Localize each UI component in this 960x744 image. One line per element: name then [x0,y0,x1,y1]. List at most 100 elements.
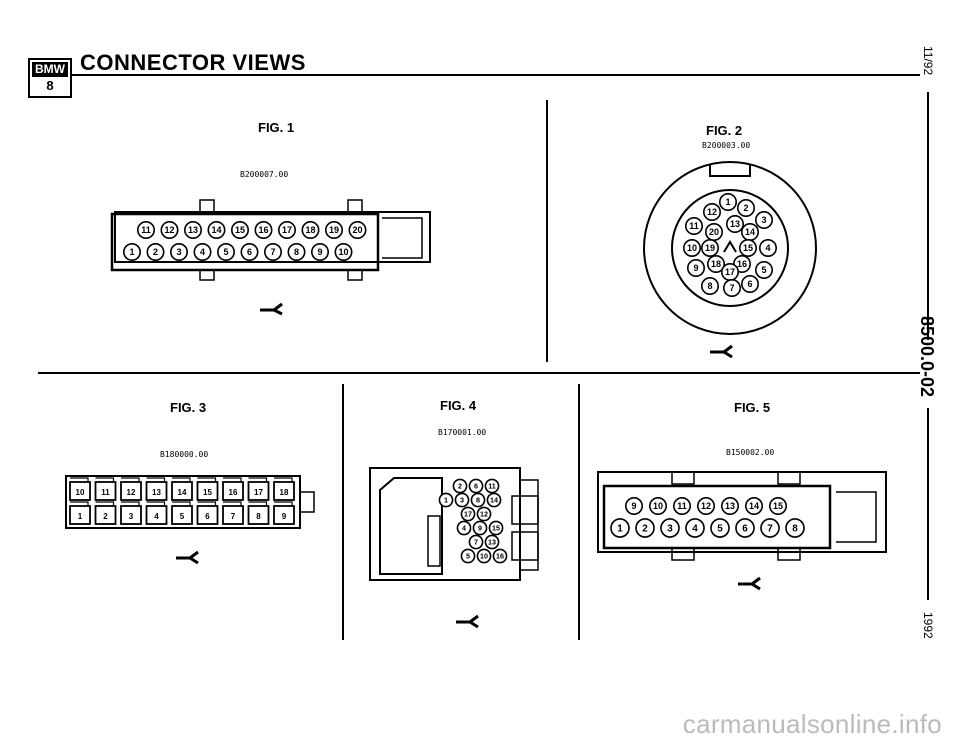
pin-number: 7 [729,283,734,293]
fig5-part: B150002.00 [726,448,775,457]
pin-ring [470,492,486,508]
pin-number: 5 [466,552,470,561]
pin-number: 2 [153,247,158,257]
fig4-pin: 15 [488,520,504,536]
divider-top-vertical [546,100,548,362]
pin-ring [468,478,484,494]
fig3-pin: 17 [247,477,270,501]
fig2-inner-ring [671,189,789,307]
fig1-pin: 8 [287,242,306,261]
pin-ring [702,202,721,221]
pin-ring [278,220,297,239]
fig1-pin: 20 [348,220,367,239]
pin-number: 1 [129,247,134,257]
fig4-pin: 6 [468,478,484,494]
pin-number: 6 [474,482,478,491]
fig5-pin: 3 [660,518,680,538]
fig2-terminal-symbol [710,344,733,359]
fig1-pin: 7 [264,242,283,261]
pin-ring [686,259,705,278]
pin-ring [468,534,484,550]
pin-number: 12 [701,501,711,511]
pin-ring [123,242,141,261]
pin-number: 3 [129,512,134,521]
pin-ring [460,506,476,522]
fig4-pin: 11 [484,478,500,494]
fig2-outer-ring [643,161,817,335]
pin-number: 8 [256,512,261,521]
fig1-pin: 11 [136,220,155,239]
fig4-pin: 1 [438,492,454,508]
pin-number: 16 [737,259,747,269]
pin-number: 15 [492,524,500,533]
fig5-pin: 2 [635,518,655,538]
pin-ring [769,496,788,515]
pin-ring [785,518,805,538]
pin-shroud [121,477,140,482]
fig2-pin: 18 [707,255,726,274]
fig4-cavity-bottom [511,531,539,561]
pin-shroud [197,501,217,506]
fig5-pin: 14 [745,496,764,515]
fig1-pin: 16 [254,220,273,239]
pin-number: 6 [742,524,748,535]
fig1-pin: 15 [231,220,250,239]
pin-number: 18 [305,225,315,235]
fig1-outer-shell [114,211,431,263]
pin-cell [171,481,193,501]
fig4-pin: 5 [460,548,476,564]
side-date: 11/92 [921,46,935,76]
fig4-pin: 8 [470,492,486,508]
pin-cell [145,505,168,525]
pin-ring [456,520,472,536]
pin-number: 11 [488,482,496,491]
fig5-pin: 4 [685,518,705,538]
pin-ring [254,220,273,239]
pin-number: 12 [707,207,717,217]
pin-shroud [95,501,115,506]
fig3-pin: 18 [273,477,295,501]
fig3-pin: 10 [69,477,91,501]
pin-ring [217,242,236,261]
fig1-pin: 13 [184,220,203,239]
fig3-pin: 7 [222,501,244,525]
pin-number: 9 [317,247,322,257]
pin-number: 1 [725,197,730,207]
pin-number: 1 [617,524,623,535]
pin-shroud [146,477,166,482]
fig1-latch [382,217,423,259]
fig5-title: FIG. 5 [734,400,771,415]
pin-number: 14 [490,496,498,505]
pin-ring [492,548,508,564]
fig1-tab-right [347,199,363,213]
pin-number: 1 [444,496,448,505]
pin-number: 18 [711,259,721,269]
side-code: 8500.0-02 [917,316,937,398]
pin-number: 8 [476,496,480,505]
fig2-polarity-mark [723,240,737,253]
pin-ring [697,496,716,515]
pin-number: 17 [282,225,292,235]
fig2-pin: 12 [702,202,721,221]
fig5-outer-shell [597,471,887,553]
pin-ring [264,242,283,261]
pin-shroud [223,477,242,482]
fig3-pin: 2 [94,501,117,525]
fig2-part: B200003.00 [702,141,751,150]
fig4-part: B170001.00 [438,428,487,437]
pin-shroud [197,477,217,482]
fig2-pin: 13 [726,214,745,233]
fig2-pin: 2 [737,198,756,217]
fig5-pin: 15 [769,496,788,515]
fig3-pin: 16 [222,477,244,501]
pin-number: 19 [705,243,715,253]
fig2-pin: 3 [755,210,774,229]
pin-ring [682,239,701,258]
pin-ring [755,210,774,229]
fig4-pin: 12 [476,506,492,522]
pin-number: 11 [677,501,687,511]
pin-cell [196,505,219,525]
fig3-pin: 14 [171,477,193,501]
pin-number: 13 [730,219,740,229]
